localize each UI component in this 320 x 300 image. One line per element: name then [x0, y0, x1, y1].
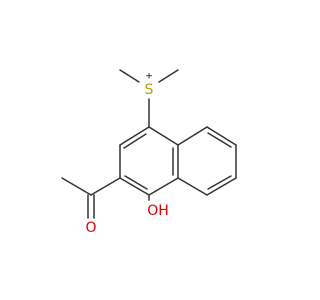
atom-labels: S + O OH — [85, 72, 168, 237]
bonds — [61, 69, 237, 219]
bond-c4-c3 — [119, 126, 150, 146]
bond-c4a-c4 — [148, 126, 179, 146]
bond-c2-c1 — [119, 177, 150, 196]
bond-c7-c8-double — [207, 175, 232, 190]
sulfur-atom-label: S — [145, 82, 154, 98]
bond-methyl1-sulfur — [119, 69, 140, 83]
bond-c7-c8 — [206, 177, 237, 196]
hydroxyl-label: OH — [147, 203, 169, 219]
bond-c1-c8a — [148, 177, 179, 196]
bond-c2-c1-double — [124, 175, 148, 190]
bond-c4-c3-double — [123, 133, 147, 149]
bond-c2-carbonyl-carbon — [90, 177, 121, 196]
bond-c4a-c5 — [177, 126, 208, 146]
bond-c8-c8a — [177, 177, 208, 196]
bond-c5-c6-double — [207, 132, 232, 148]
molecule-structure-diagram: S + O OH — [61, 69, 237, 237]
carbonyl-oxygen-label: O — [85, 220, 96, 236]
bond-c5-c6 — [206, 126, 237, 146]
sulfur-charge-label: + — [145, 72, 153, 82]
bond-sulfur-methyl2 — [158, 69, 179, 83]
bond-carbonyl-carbon-methyl — [61, 177, 92, 196]
